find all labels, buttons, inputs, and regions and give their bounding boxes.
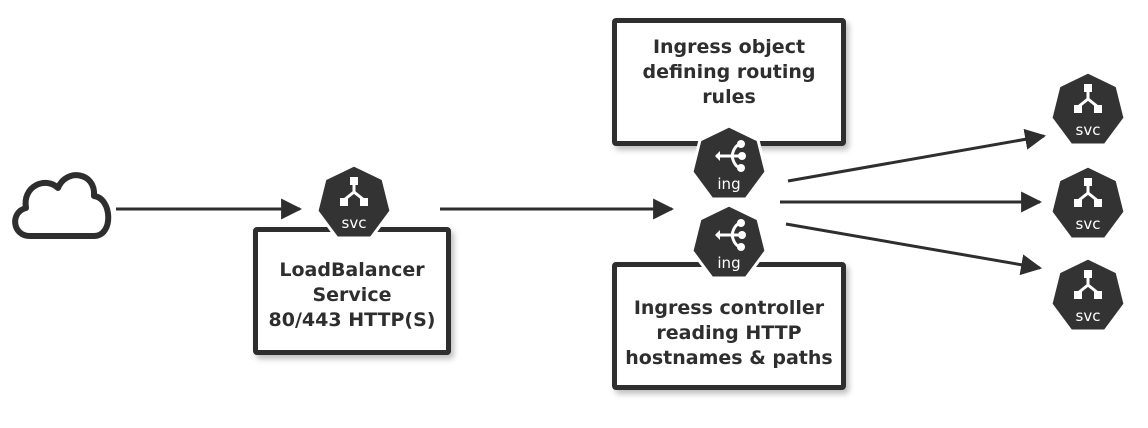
ingress-controller-badge-label: ing <box>717 254 741 272</box>
arrow-ingress-to-svc-1 <box>787 128 1047 183</box>
loadbalancer-service-box: LoadBalancer Service 80/443 HTTP(S) <box>253 227 451 355</box>
target-svc-3-badge: svc <box>1047 256 1129 338</box>
target-svc-2-label: svc <box>1075 215 1101 233</box>
cloud-icon <box>12 172 112 239</box>
ingress-object-badge-label: ing <box>717 175 741 193</box>
lb-svc-badge: svc <box>313 163 395 245</box>
ingress-object-label: Ingress object defining routing rules <box>642 35 816 108</box>
target-svc-1-label: svc <box>1075 121 1101 139</box>
target-svc-3-label: svc <box>1075 307 1101 325</box>
service-icon <box>340 177 368 206</box>
ingress-object-badge: ing <box>688 124 770 206</box>
arrow-ingress-to-svc-3 <box>785 222 1043 276</box>
lb-svc-badge-label: svc <box>341 214 367 232</box>
service-icon <box>1074 270 1102 299</box>
ingress-object-box: Ingress object defining routing rules <box>612 18 846 146</box>
ingress-controller-badge: ing <box>688 203 770 285</box>
ingress-controller-box: Ingress controller reading HTTP hostname… <box>612 262 846 390</box>
ingress-controller-label: Ingress controller reading HTTP hostname… <box>625 296 833 369</box>
ingress-icon <box>715 219 746 251</box>
service-icon <box>1074 84 1102 113</box>
target-svc-2-badge: svc <box>1047 164 1129 246</box>
ingress-icon <box>715 140 746 172</box>
service-icon <box>1074 178 1102 207</box>
target-svc-1-badge: svc <box>1047 70 1129 152</box>
loadbalancer-service-label: LoadBalancer Service 80/443 HTTP(S) <box>268 258 436 331</box>
